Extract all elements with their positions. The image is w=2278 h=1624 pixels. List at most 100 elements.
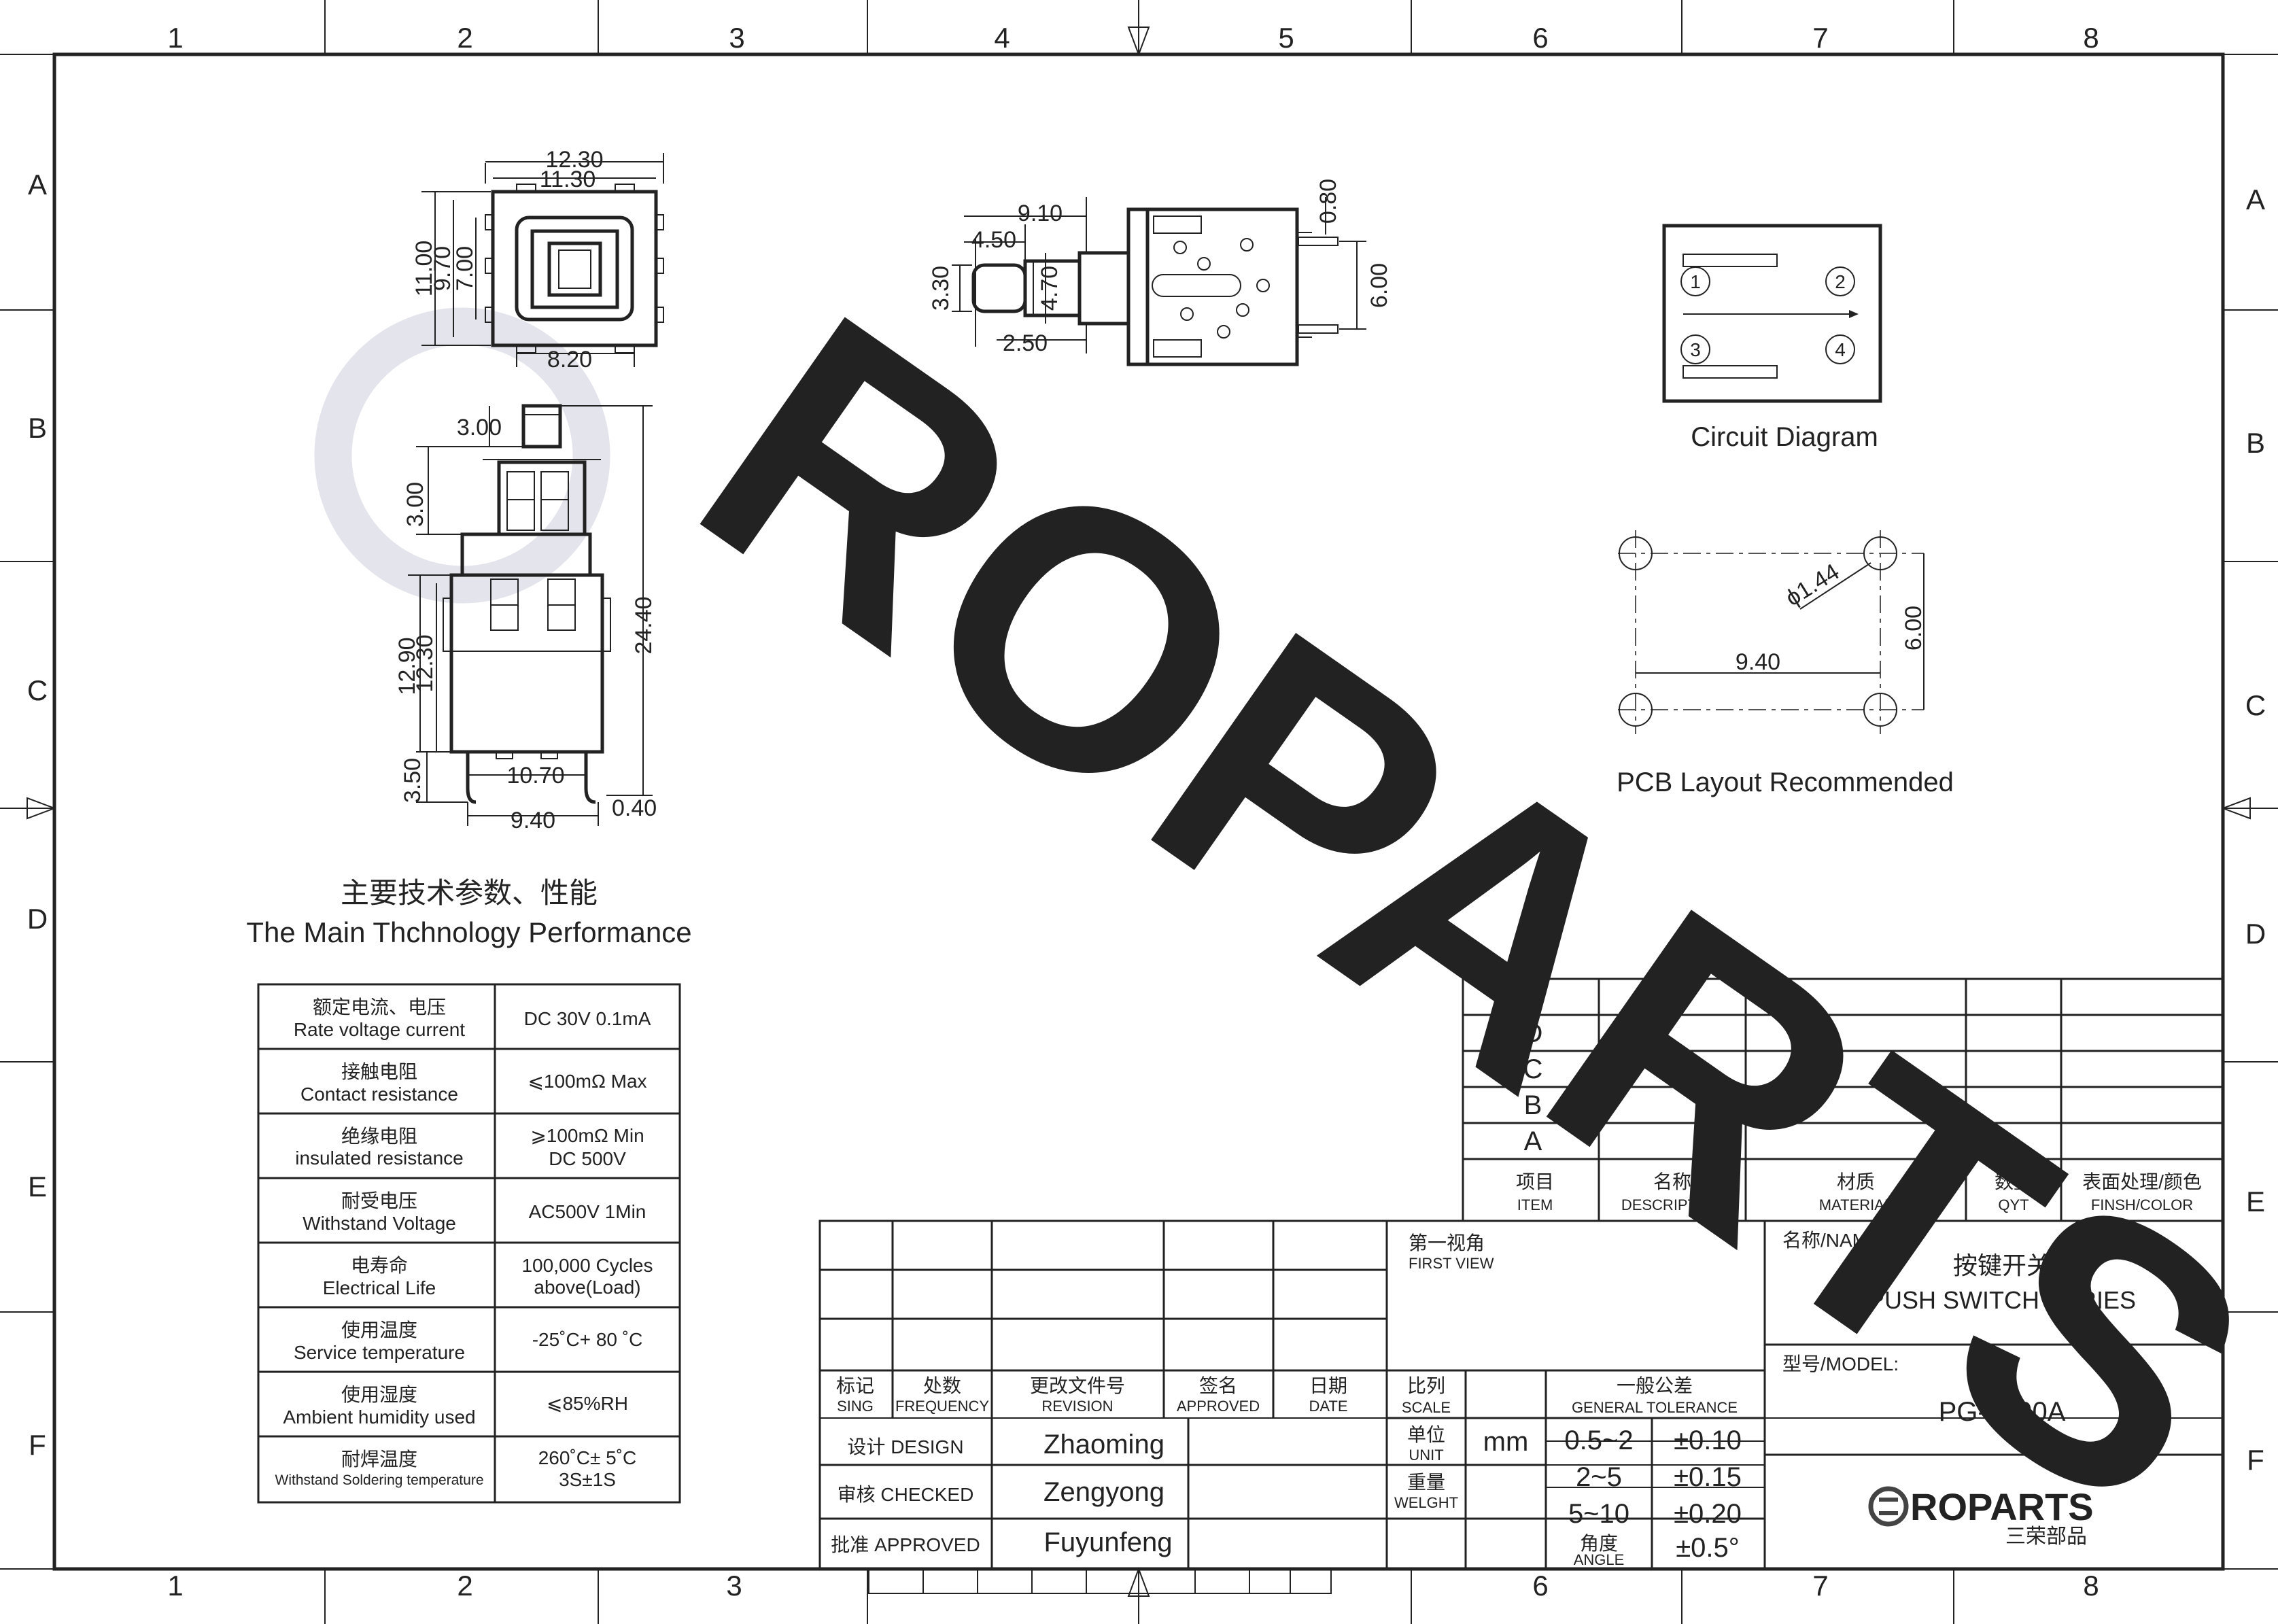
tb-angle-cn: 角度 xyxy=(1580,1533,1618,1554)
tb-name-cn: 按键开关 xyxy=(1953,1251,2051,1279)
rev-label-a: A xyxy=(1524,1126,1542,1156)
roparts-logo: ROPARTS 三荣部品 xyxy=(1868,1485,2094,1548)
bom-header-material-cn: 材质 xyxy=(1837,1171,1875,1192)
col-label-2: 2 xyxy=(457,22,472,54)
col-label-2-bottom: 2 xyxy=(457,1570,472,1602)
bom-header-finish-en: FINSH/COLOR xyxy=(2091,1196,2193,1213)
col-label-5: 5 xyxy=(1278,22,1294,54)
rev-label-e: E xyxy=(1524,982,1542,1012)
perf-value: ⩽100mΩ Max xyxy=(528,1071,646,1092)
dim-side-plunger-length: 9.10 xyxy=(1018,201,1063,226)
col-label-3: 3 xyxy=(729,22,744,54)
bom-header-description-en: DESCRIPTION xyxy=(1621,1196,1723,1213)
circuit-diagram-title: Circuit Diagram xyxy=(1691,422,1878,452)
perf-param-en: Electrical Life xyxy=(323,1277,436,1298)
perf-value: 100,000 Cycles xyxy=(521,1255,653,1276)
bom-header-qty-cn: 数量 xyxy=(1995,1171,2033,1192)
row-label-d-right: D xyxy=(2245,918,2266,950)
perf-row: 使用湿度 Ambient humidity used ⩽85%RH xyxy=(283,1384,628,1428)
row-ticks xyxy=(0,309,2278,1313)
perf-row: 使用温度 Service temperature -25˚C+ 80 ˚C xyxy=(294,1319,642,1363)
pcb-layout-title: PCB Layout Recommended xyxy=(1617,767,1954,797)
perf-value: DC 30V 0.1mA xyxy=(524,1008,651,1029)
bom-header-item-cn: 项目 xyxy=(1516,1171,1554,1192)
col-label-7-bottom: 7 xyxy=(1812,1570,1828,1602)
pcb-layout: 9.40 6.00 ϕ1.44 PCB Layout Recommended xyxy=(1617,530,1954,797)
top-view: 12.30 11.30 8.20 11.00 9.70 7.00 xyxy=(411,147,664,373)
perf-param-cn: 电寿命 xyxy=(351,1255,408,1276)
tb-view-cn: 第一视角 xyxy=(1409,1232,1485,1254)
perf-param-cn: 额定电流、电压 xyxy=(313,997,446,1018)
row-label-d: D xyxy=(27,903,48,935)
bom-header-item-en: ITEM xyxy=(1517,1196,1553,1213)
tb-header-sing-en: SING xyxy=(837,1398,874,1415)
perf-param-en: Service temperature xyxy=(294,1342,465,1363)
col-label-6: 6 xyxy=(1532,22,1548,54)
dim-top-height-body: 9.70 xyxy=(430,246,455,291)
perf-param-cn: 使用湿度 xyxy=(341,1384,417,1405)
tb-design-name: Zhaoming xyxy=(1043,1430,1164,1459)
tb-tolerance-range: 2~5 xyxy=(1576,1462,1622,1492)
pcb-pitch-y: 6.00 xyxy=(1901,606,1927,651)
rev-label-c: C xyxy=(1523,1054,1543,1084)
col-label-7: 7 xyxy=(1812,22,1828,54)
dim-front-total-height: 24.40 xyxy=(631,596,657,654)
col-label-4: 4 xyxy=(994,22,1009,54)
logo-text: ROPARTS xyxy=(1910,1485,2094,1528)
tb-header-date-cn: 日期 xyxy=(1309,1375,1347,1396)
row-label-c-right: C xyxy=(2245,689,2266,721)
front-view: 3.00 3.00 24.40 12.90 12.30 10.70 3.50 0… xyxy=(394,404,657,833)
rev-label-b: B xyxy=(1524,1090,1542,1120)
bom-header-qty-en: QYT xyxy=(1998,1196,2029,1213)
dim-front-inner-height: 12.30 xyxy=(412,634,438,692)
performance-title-cn: 主要技术参数、性能 xyxy=(341,877,598,909)
col-label-8-bottom: 8 xyxy=(2083,1570,2099,1602)
dim-front-pin-length: 3.50 xyxy=(400,758,426,803)
perf-value: ⩾100mΩ Min xyxy=(530,1125,644,1146)
tb-header-frequency-cn: 处数 xyxy=(923,1375,961,1396)
bom-header-finish-cn: 表面处理/颜色 xyxy=(2082,1171,2202,1192)
perf-value: AC500V 1Min xyxy=(529,1201,646,1222)
tb-header-date-en: DATE xyxy=(1309,1398,1347,1415)
perf-value: 260˚C± 5˚C xyxy=(538,1447,637,1468)
tb-checked-name: Zengyong xyxy=(1043,1477,1164,1507)
tb-model-label: 型号/MODEL: xyxy=(1782,1353,1899,1375)
dim-side-cap-length: 4.50 xyxy=(971,227,1016,253)
tb-header-frequency-en: FREQUENCY xyxy=(895,1398,989,1415)
dim-front-pin-outer: 10.70 xyxy=(506,763,564,789)
col-label-1-bottom: 1 xyxy=(167,1570,183,1602)
pin-4-label: 4 xyxy=(1835,339,1846,360)
tb-tolerance-en: GENERAL TOLERANCE xyxy=(1572,1399,1738,1416)
perf-row: 电寿命 Electrical Life 100,000 Cycles above… xyxy=(323,1255,653,1298)
perf-param-en: Withstand Soldering temperature xyxy=(275,1472,484,1488)
rev-label-d: D xyxy=(1523,1018,1543,1048)
tb-design-label: 设计 DESIGN xyxy=(847,1436,963,1457)
tb-angle-en: ANGLE xyxy=(1574,1551,1625,1568)
perf-param-cn: 使用温度 xyxy=(341,1319,417,1341)
perf-param-cn: 耐受电压 xyxy=(341,1190,417,1211)
dim-front-pin-thickness: 0.40 xyxy=(612,795,657,821)
col-label-1: 1 xyxy=(167,22,183,54)
perf-param-en: insulated resistance xyxy=(295,1147,463,1169)
row-label-f-right: F xyxy=(2247,1444,2264,1476)
tb-scale-en: SCALE xyxy=(1402,1399,1451,1416)
tb-tolerance-cn: 一般公差 xyxy=(1617,1375,1693,1396)
row-label-e-right: E xyxy=(2246,1186,2265,1217)
row-label-a: A xyxy=(28,169,47,201)
tb-header-approved-en: APPROVED xyxy=(1177,1398,1260,1415)
perf-row: 耐受电压 Withstand Voltage AC500V 1Min xyxy=(303,1190,646,1234)
dim-side-stem-dia: 4.70 xyxy=(1037,266,1063,311)
perf-param-en: Ambient humidity used xyxy=(283,1406,475,1428)
tb-name-en: PUSH SWITCH SERIES xyxy=(1868,1286,2136,1314)
perf-value-2: above(Load) xyxy=(534,1277,640,1298)
row-label-e: E xyxy=(28,1171,47,1203)
tb-model: PG-2090A xyxy=(1939,1397,2066,1427)
column-labels: 1 2 3 4 5 6 7 8 1 2 3 6 7 8 xyxy=(167,22,2099,1602)
watermark: ROPARTS xyxy=(314,238,2278,1588)
perf-row: 额定电流、电压 Rate voltage current DC 30V 0.1m… xyxy=(294,997,651,1040)
dim-top-width-outer: 12.30 xyxy=(545,147,603,173)
bom-header-description-cn: 名称 xyxy=(1653,1171,1691,1192)
perf-row: 耐焊温度 Withstand Soldering temperature 260… xyxy=(275,1447,637,1490)
dim-side-pin-pitch: 6.00 xyxy=(1366,263,1392,308)
tb-tolerance-value: ±0.15 xyxy=(1674,1462,1742,1492)
